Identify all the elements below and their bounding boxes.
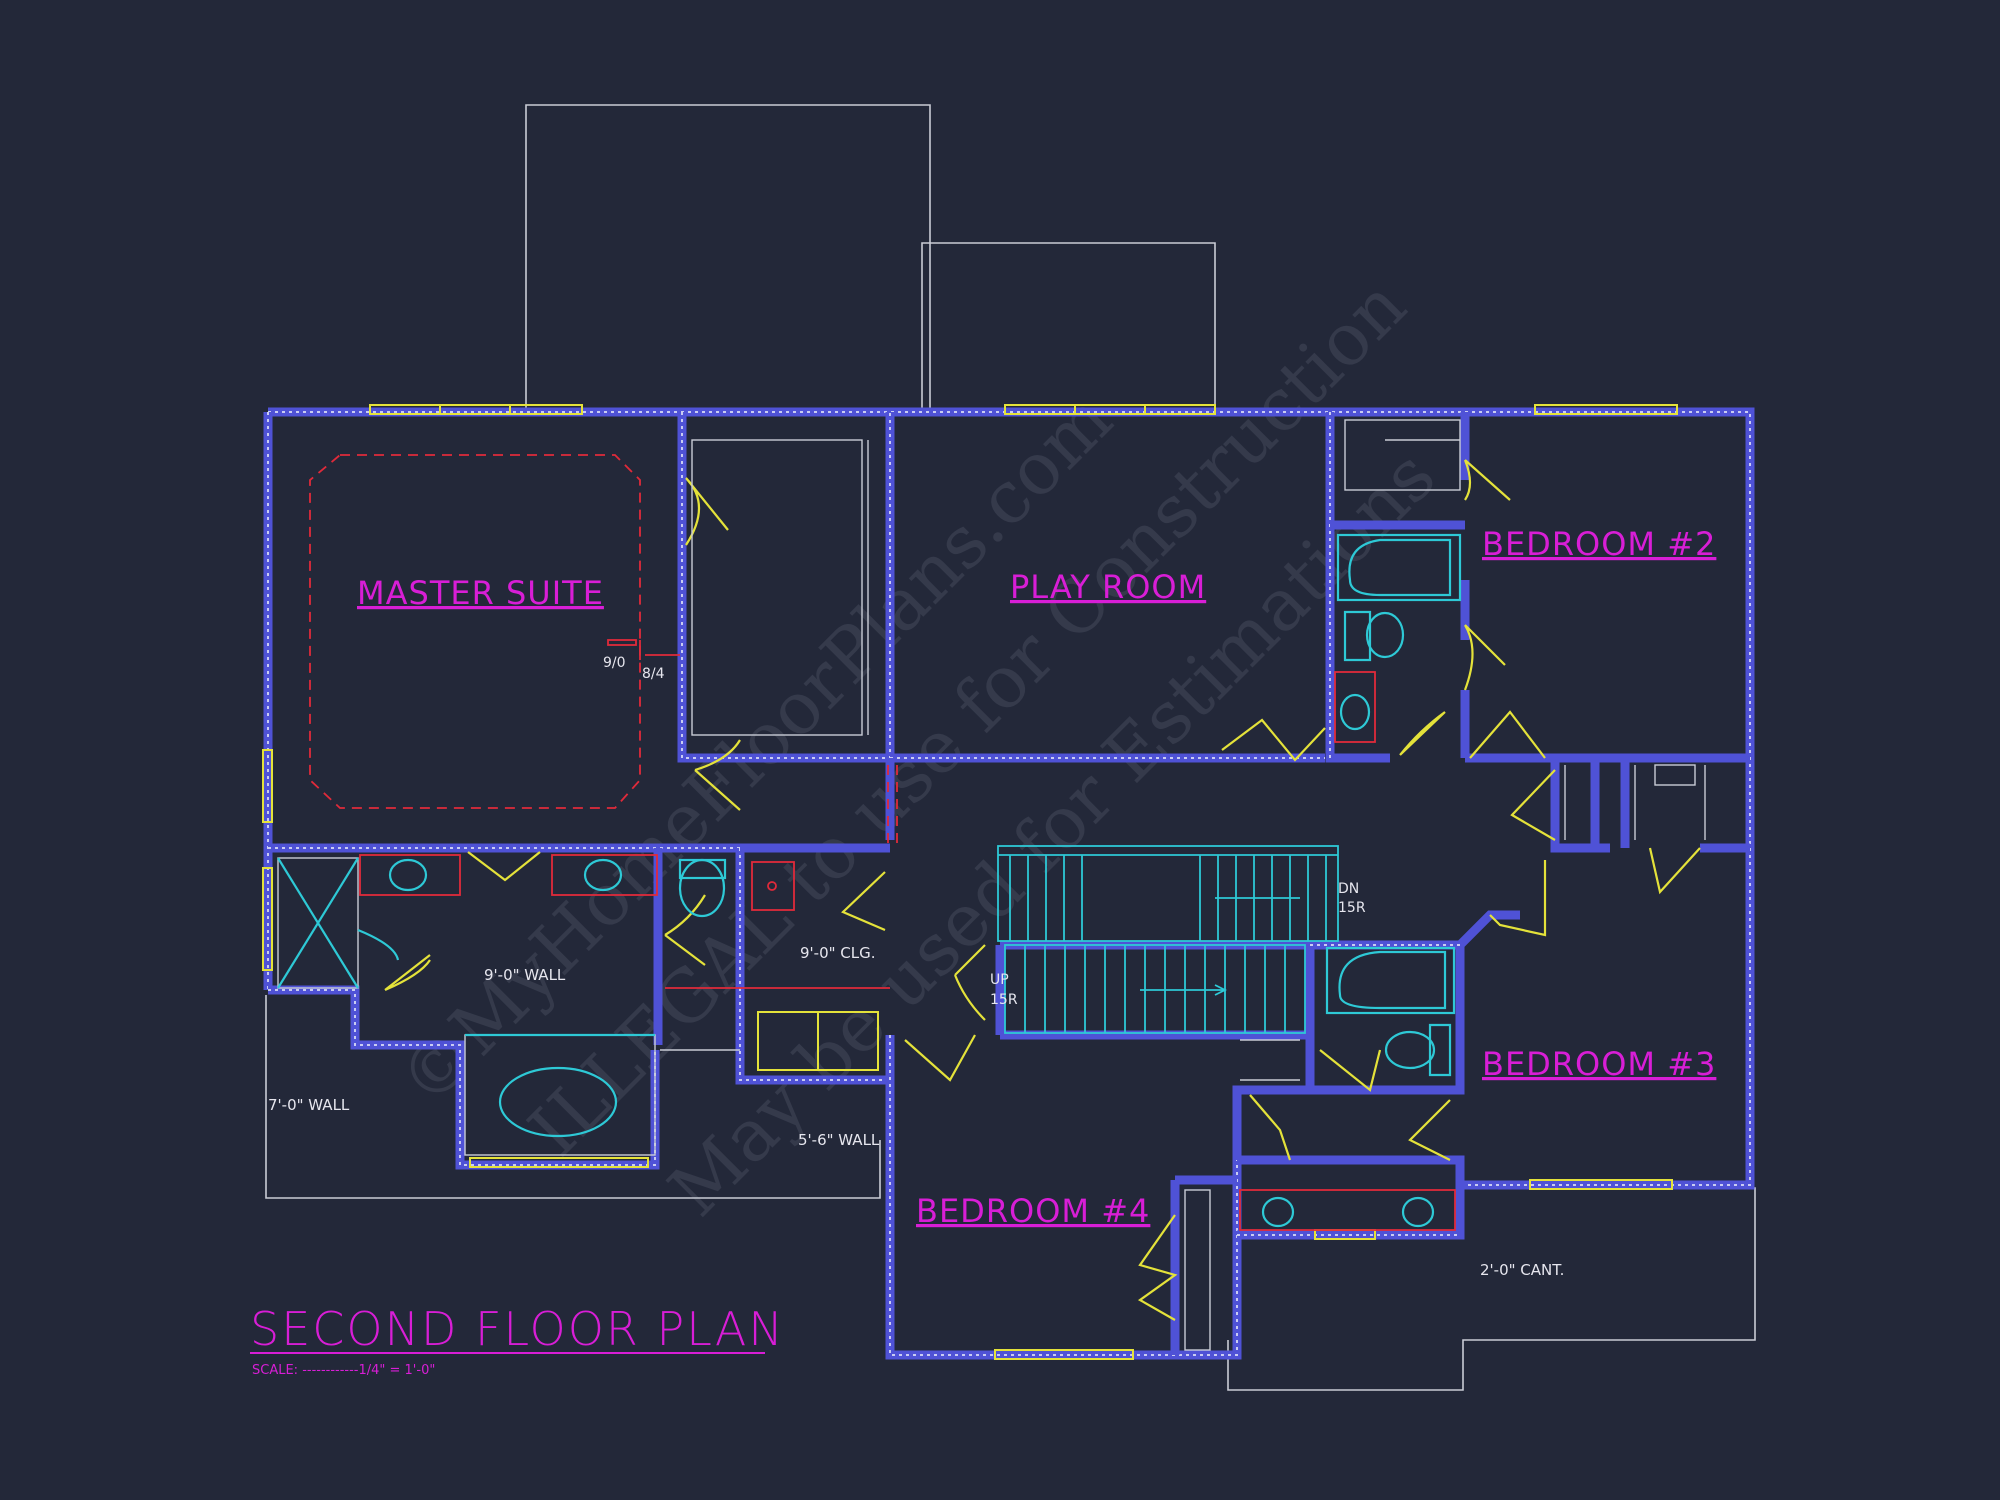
stair-up-label: UP xyxy=(990,972,1009,988)
closet-shelves xyxy=(691,419,1706,1351)
room-label-bedroom-2: BEDROOM #2 xyxy=(1482,525,1716,563)
doors xyxy=(384,459,1701,1321)
note-2-0-cant: 2'-0" CANT. xyxy=(1480,1261,1564,1279)
windows xyxy=(262,404,1678,1360)
stair-dn-label: DN xyxy=(1338,881,1359,897)
room-label-bedroom-4: BEDROOM #4 xyxy=(916,1192,1150,1230)
note-9-0-clg: 9'-0" CLG. xyxy=(800,944,876,962)
plan-scale: SCALE: ------------1/4" = 1'-0" xyxy=(252,1363,435,1378)
room-label-master-suite: MASTER SUITE xyxy=(357,574,604,612)
note-ceiling-9-0: 9/0 xyxy=(603,655,626,671)
watermark-line-1: ©MyHomeFloorPlans.com xyxy=(383,377,1128,1122)
room-label-play-room: PLAY ROOM xyxy=(1010,568,1206,606)
roof-outlines xyxy=(265,104,1756,1391)
note-9-0-wall: 9'-0" WALL xyxy=(484,966,566,984)
stair-dn-risers: 15R xyxy=(1338,900,1366,916)
room-label-bedroom-3: BEDROOM #3 xyxy=(1482,1045,1716,1083)
walls xyxy=(263,407,1755,1360)
tray-ceiling xyxy=(309,454,898,845)
plan-title: SECOND FLOOR PLAN xyxy=(250,1302,785,1356)
note-5-6-wall: 5'-6" WALL xyxy=(798,1131,880,1149)
note-7-0-wall: 7'-0" WALL xyxy=(268,1096,350,1114)
note-ceiling-8-4: 8/4 xyxy=(642,666,665,682)
stair-up-risers: 15R xyxy=(990,992,1018,1008)
staircase xyxy=(997,845,1339,1034)
fixtures xyxy=(277,533,1462,1231)
